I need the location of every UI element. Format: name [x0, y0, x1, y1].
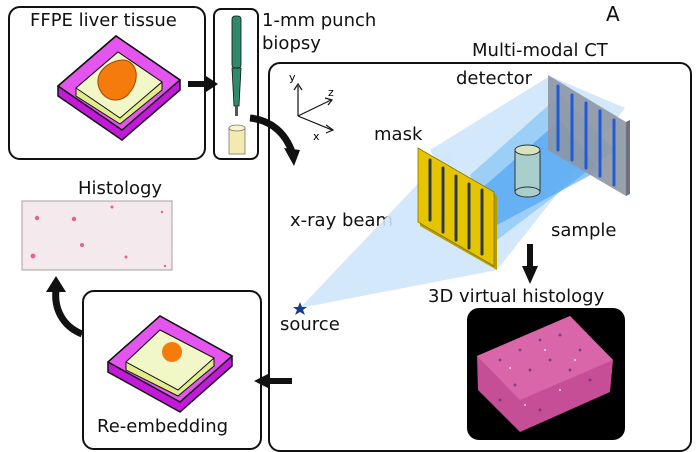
punch-label-line1: 1-mm punch	[262, 10, 377, 31]
sample-cylinder-icon	[514, 144, 541, 198]
histology-slide	[21, 200, 173, 271]
virtual-histology-label: 3D virtual histology	[428, 286, 605, 307]
panel-label: A	[606, 2, 620, 26]
core-in-block-icon	[162, 342, 182, 362]
source-star-icon	[293, 302, 307, 315]
punch-tool-icon	[231, 15, 242, 116]
detector-label: detector	[456, 68, 532, 89]
source-label: source	[280, 314, 340, 335]
axes-icon	[293, 82, 335, 134]
axis-y-label: y	[289, 71, 296, 84]
sample-label: sample	[551, 220, 617, 241]
tissue-core-icon	[228, 124, 246, 155]
reembedding-cassette-icon	[106, 315, 234, 413]
diagram-graphics: y z x	[21, 15, 630, 440]
axis-z-label: z	[328, 86, 334, 99]
ffpe-label: FFPE liver tissue	[30, 10, 177, 31]
histology-label: Histology	[78, 178, 163, 199]
arrow-to-ct-icon	[249, 114, 296, 154]
reembedding-label: Re-embedding	[97, 416, 229, 437]
axis-x-label: x	[313, 130, 320, 143]
ffpe-cassette-icon	[56, 35, 182, 141]
xray-beam-label: x-ray beam	[290, 210, 394, 231]
punch-label-line2: biopsy	[262, 33, 321, 54]
multimodal-ct-label: Multi-modal CT	[472, 40, 608, 61]
mask-label: mask	[374, 124, 423, 145]
tissue-icon	[97, 59, 137, 101]
detector-icon	[548, 75, 630, 196]
mask-grating-icon	[417, 147, 497, 270]
virtual-histology-volume	[467, 308, 625, 440]
arrow-to-histology-icon	[52, 289, 84, 338]
